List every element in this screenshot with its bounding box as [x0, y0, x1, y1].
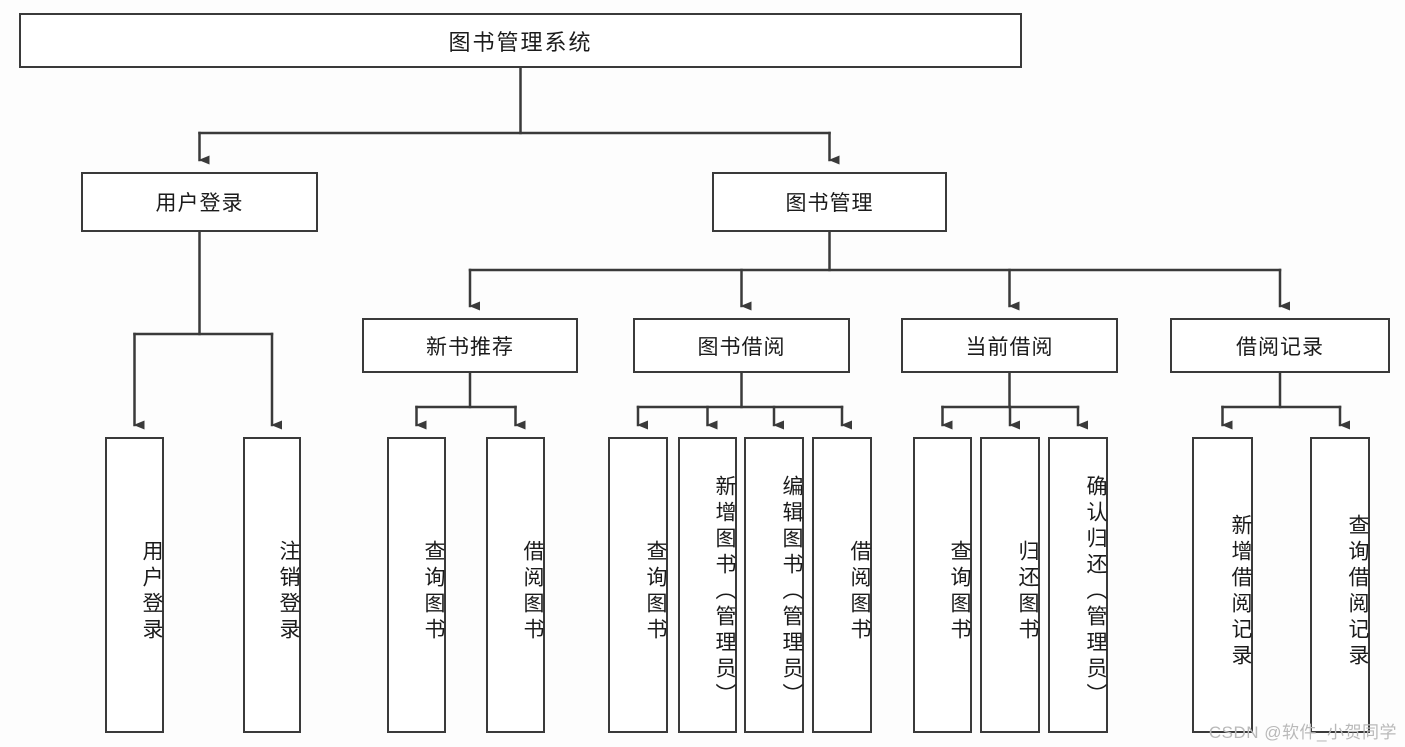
node-label: 新增图书（管理员） — [713, 475, 736, 709]
node-leaf-borrow-book-1[interactable]: 借阅图书 — [486, 437, 545, 733]
node-label: 借阅图书 — [521, 540, 544, 644]
node-label: 新增借阅记录 — [1229, 514, 1252, 670]
node-leaf-query-book-1[interactable]: 查询图书 — [387, 437, 446, 733]
node-label: 新书推荐 — [426, 335, 514, 359]
node-leaf-edit-book[interactable]: 编辑图书（管理员） — [744, 437, 804, 733]
node-user-login[interactable]: 用户登录 — [81, 172, 318, 232]
node-label: 注销登录 — [277, 540, 300, 644]
node-label: 查询图书 — [644, 540, 667, 644]
node-label: 借阅图书 — [848, 540, 871, 644]
node-leaf-return-book[interactable]: 归还图书 — [980, 437, 1040, 733]
node-leaf-query-book-3[interactable]: 查询图书 — [913, 437, 972, 733]
node-leaf-user-logout[interactable]: 注销登录 — [243, 437, 301, 733]
node-new-book-rec[interactable]: 新书推荐 — [362, 318, 578, 373]
node-label: 用户登录 — [140, 540, 163, 644]
node-leaf-user-login[interactable]: 用户登录 — [105, 437, 164, 733]
node-borrow-record[interactable]: 借阅记录 — [1170, 318, 1390, 373]
node-current-borrow[interactable]: 当前借阅 — [901, 318, 1118, 373]
node-root[interactable]: 图书管理系统 — [19, 13, 1022, 68]
node-label: 确认归还（管理员） — [1084, 475, 1107, 709]
node-label: 编辑图书（管理员） — [780, 475, 803, 709]
node-leaf-add-record[interactable]: 新增借阅记录 — [1192, 437, 1253, 733]
node-label: 图书管理 — [785, 192, 874, 215]
node-label: 归还图书 — [1016, 540, 1039, 644]
node-label: 图书管理系统 — [448, 29, 593, 55]
node-leaf-query-book-2[interactable]: 查询图书 — [608, 437, 668, 733]
node-label: 用户登录 — [155, 192, 244, 215]
node-label: 图书借阅 — [697, 335, 786, 359]
connector-lines — [133, 66, 1350, 430]
node-label: 当前借阅 — [965, 335, 1054, 359]
node-leaf-query-record[interactable]: 查询借阅记录 — [1310, 437, 1370, 733]
node-label: 查询图书 — [422, 540, 445, 644]
node-leaf-borrow-book-2[interactable]: 借阅图书 — [812, 437, 872, 733]
node-label: 查询图书 — [948, 540, 971, 644]
node-leaf-confirm-return[interactable]: 确认归还（管理员） — [1048, 437, 1108, 733]
node-label: 借阅记录 — [1236, 335, 1324, 359]
node-book-manage[interactable]: 图书管理 — [712, 172, 947, 232]
node-book-borrow[interactable]: 图书借阅 — [633, 318, 850, 373]
node-label: 查询借阅记录 — [1346, 514, 1369, 670]
node-leaf-add-book[interactable]: 新增图书（管理员） — [678, 437, 737, 733]
